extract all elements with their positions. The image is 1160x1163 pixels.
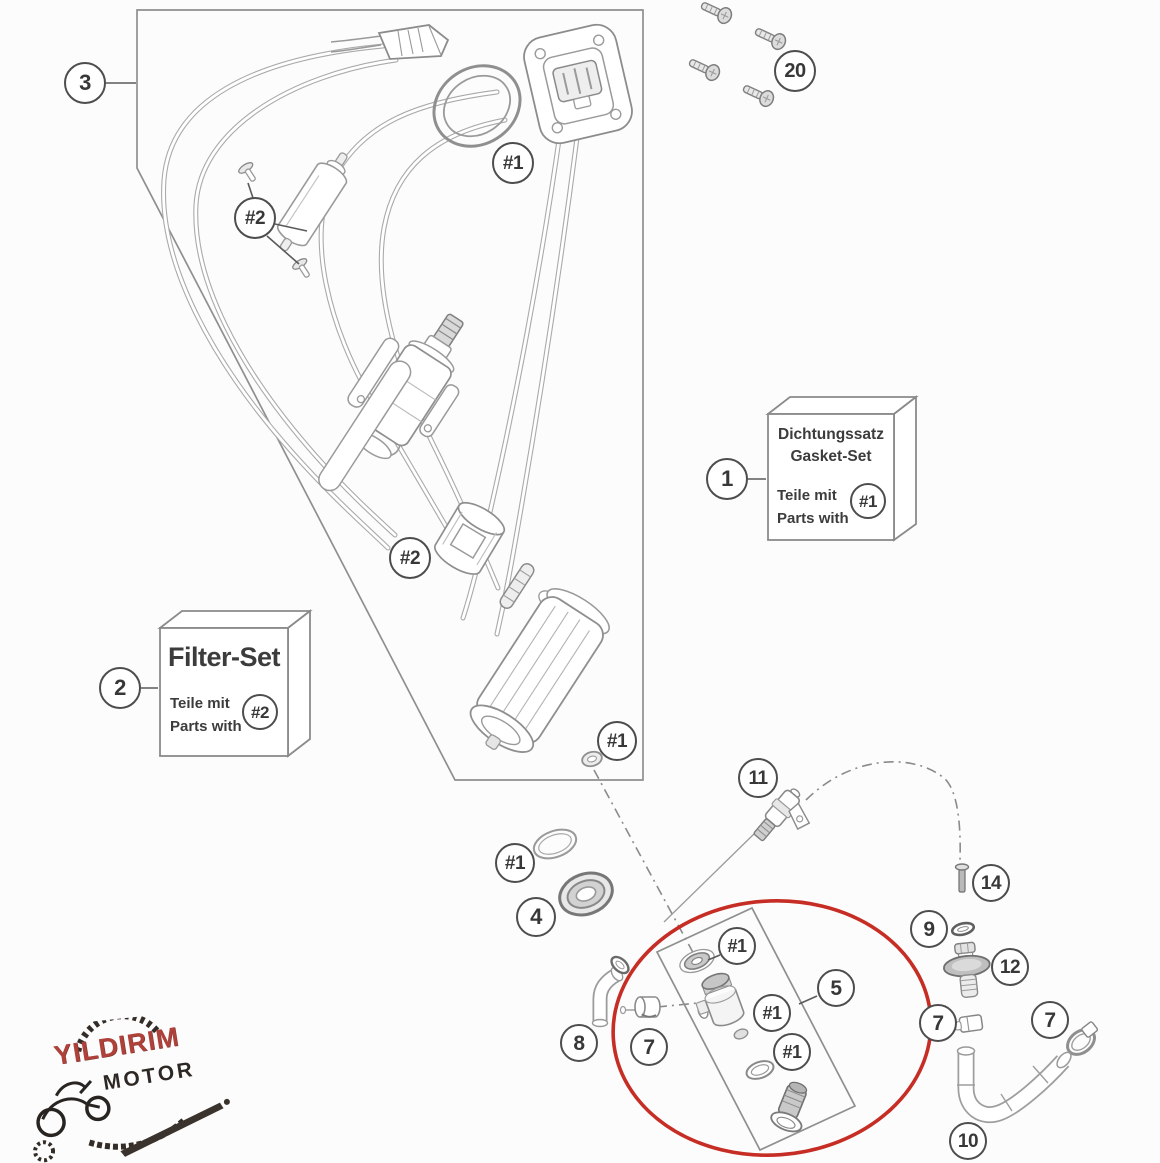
harness-connector: [330, 24, 450, 60]
callout-hash1-flange-mid[interactable]: #1: [753, 994, 791, 1032]
cover-screws: [688, 2, 787, 108]
callout-hash1-flange-low[interactable]: #1: [773, 1033, 811, 1071]
filter-set-box: [157, 609, 313, 758]
callout-hash1-neck-oring[interactable]: #1: [495, 843, 535, 883]
callout-7-clamp-right[interactable]: 7: [1031, 1001, 1069, 1039]
grommet-ring: [432, 64, 522, 148]
fuel-hose-10: [956, 1046, 1072, 1123]
filter-pin-lower: [292, 258, 310, 278]
strainer-cup: [434, 501, 506, 575]
gasket-box-note: Teile mit Parts with: [777, 484, 887, 531]
filter-box-note-de: Teile mit: [170, 695, 230, 712]
hose-clamp-right: [1066, 1021, 1099, 1056]
callout-9[interactable]: 9: [910, 910, 948, 948]
breather-pin: [954, 863, 970, 893]
valve-needle-line: [663, 831, 757, 923]
gasket-box-title-en: Gasket-Set: [790, 448, 872, 466]
callout-7-plug[interactable]: 7: [630, 1028, 668, 1066]
gasket-box-note-en: Parts with: [777, 510, 849, 528]
callout-2[interactable]: 2: [99, 667, 141, 709]
oring-neck: [532, 828, 578, 860]
assembly-frame: [136, 9, 644, 781]
fuel-pump-lower: [469, 588, 610, 753]
gasket-box-note-de: Teile mit: [777, 487, 837, 504]
callout-hash1-flange-top[interactable]: #1: [718, 927, 756, 965]
hose-clamp-small: [954, 1014, 984, 1033]
callout-hash1-gasket-box[interactable]: #1: [850, 483, 886, 519]
gasket-set-box: [765, 395, 919, 542]
seal-grommet-4: [558, 871, 614, 917]
filter-box-note: Teile mit Parts with: [170, 692, 280, 739]
dealer-watermark: YILDIRIM MOTOR: [15, 1007, 244, 1163]
cover-plate: [523, 23, 633, 145]
callout-hash2-filter[interactable]: #2: [234, 197, 276, 239]
gasket-box-title-de: Dichtungssatz: [778, 426, 884, 443]
callout-7-clamp-mid[interactable]: 7: [919, 1004, 957, 1042]
callout-5[interactable]: 5: [817, 969, 855, 1007]
callout-hash2-strainer[interactable]: #2: [389, 537, 431, 579]
pump-bracket: [318, 360, 412, 492]
fuel-filter: [276, 152, 348, 252]
callout-hash1-outlet-oring[interactable]: #1: [597, 721, 637, 761]
filter-pin-upper: [238, 162, 256, 182]
callout-3[interactable]: 3: [64, 62, 106, 104]
tank-fitting-12: [942, 941, 991, 998]
oring-elbow: [610, 955, 630, 975]
callout-hash1-grommet[interactable]: #1: [492, 142, 534, 184]
callout-10[interactable]: 10: [949, 1122, 987, 1160]
filter-box-note-en: Parts with: [170, 718, 242, 736]
callout-hash2-filter-box[interactable]: #2: [242, 694, 278, 730]
callout-4[interactable]: 4: [516, 897, 556, 937]
callout-12[interactable]: 12: [991, 948, 1029, 986]
callout-14[interactable]: 14: [972, 864, 1010, 902]
pump-flange-plate: [655, 906, 857, 1152]
callout-8[interactable]: 8: [560, 1024, 598, 1062]
rollover-valve: [753, 788, 811, 842]
oring-9: [950, 921, 976, 937]
callout-1[interactable]: 1: [706, 458, 748, 500]
leader-lines: [106, 82, 818, 1005]
callout-11[interactable]: 11: [738, 758, 778, 798]
fuel-pump-upper: [347, 313, 464, 460]
plug-fitting-7: [619, 996, 661, 1018]
callout-20[interactable]: 20: [774, 50, 816, 92]
gasket-box-title: Dichtungssatz Gasket-Set: [770, 424, 892, 469]
strainer-stub: [499, 563, 535, 609]
oring-outlet: [581, 750, 603, 768]
filter-box-title: Filter-Set: [167, 642, 281, 672]
